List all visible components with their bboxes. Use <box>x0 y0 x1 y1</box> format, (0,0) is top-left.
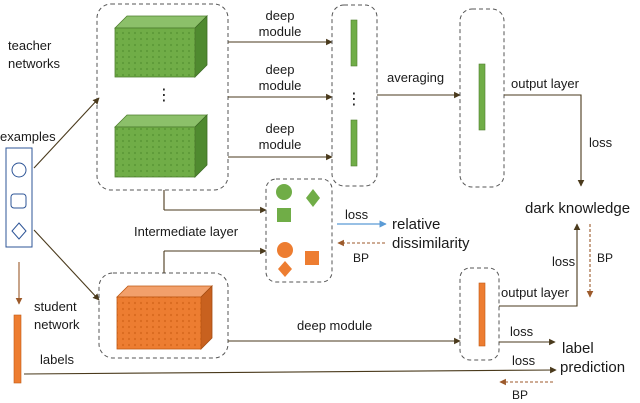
label-prediction-line2: prediction <box>560 359 625 376</box>
bp-bottom-label: BP <box>512 388 528 402</box>
teacher-vertical-dots: ⋮ <box>156 87 172 104</box>
teacher-outputs-group: ⋮ <box>331 4 378 187</box>
student-output-bar <box>478 282 486 347</box>
student-to-dark-knowledge-arrow <box>499 223 581 307</box>
student-output-dashed-box <box>459 267 500 361</box>
teacher-cube-top <box>114 15 208 78</box>
teacher-feature-circle-icon <box>276 184 292 200</box>
teacher-output-dots: ⋮ <box>346 91 362 108</box>
loss-labels-line: loss <box>512 353 536 368</box>
examples-to-teacher-arrow <box>33 97 100 169</box>
labels-bar <box>13 314 22 384</box>
student-feature-square-icon <box>305 251 319 265</box>
student-deep-module-label: deep module <box>297 318 372 333</box>
teacher-feature-diamond-icon <box>306 189 320 207</box>
deep-module-2-line1: deep <box>266 62 295 77</box>
example-circle-icon <box>11 162 27 178</box>
teacher-label-line2: networks <box>8 56 61 71</box>
output-layer-top-label: output layer <box>511 76 580 91</box>
teacher-cube-bottom <box>114 114 208 178</box>
output-to-dark-knowledge-arrow <box>504 94 585 187</box>
loss-dark-label: loss <box>552 254 576 269</box>
averaged-output-group <box>459 8 505 188</box>
examples-label: examples <box>0 129 56 144</box>
teacher-label-line1: teacher <box>8 38 52 53</box>
relative-dissimilarity-line1: relative <box>392 216 440 233</box>
relative-bp-label: BP <box>353 251 369 265</box>
labels-to-prediction-arrow <box>23 366 557 375</box>
student-network-group <box>98 272 229 359</box>
loss-top-label: loss <box>589 135 613 150</box>
teacher-networks-group: ⋮ <box>96 3 229 191</box>
output-layer-student-label: output layer <box>501 285 570 300</box>
dark-knowledge-label: dark knowledge <box>525 200 630 217</box>
examples-box <box>5 147 33 248</box>
intermediate-layer-label: Intermediate layer <box>134 224 239 239</box>
deep-module-1-line1: deep <box>266 8 295 23</box>
intermediate-features-group <box>265 178 333 283</box>
teacher-outputs-dashed-box <box>331 4 378 187</box>
labels-label: labels <box>40 352 74 367</box>
intermediate-dashed-box <box>265 178 333 283</box>
relative-dissimilarity-line2: dissimilarity <box>392 235 470 252</box>
student-cube <box>116 285 213 350</box>
label-prediction-line1: label <box>562 340 594 357</box>
examples-to-student-arrow <box>33 229 100 301</box>
averaged-output-bar <box>478 63 486 131</box>
deep-module-3-line1: deep <box>266 121 295 136</box>
averaged-output-dashed-box <box>459 8 505 188</box>
teacher-output-bar-2 <box>350 119 358 167</box>
student-feature-circle-icon <box>277 242 293 258</box>
example-square-icon <box>10 193 27 209</box>
teacher-feature-square-icon <box>277 208 291 222</box>
averaging-label: averaging <box>387 70 444 85</box>
deep-module-1-line2: module <box>259 24 302 39</box>
teacher-output-bar-1 <box>350 19 358 67</box>
loss-label-prediction: loss <box>510 324 534 339</box>
deep-module-3-line2: module <box>259 137 302 152</box>
student-output-group <box>459 267 500 361</box>
student-label-line1: student <box>34 299 77 314</box>
example-diamond-icon <box>11 222 27 240</box>
deep-module-2-line2: module <box>259 78 302 93</box>
student-label-line2: network <box>34 317 80 332</box>
bp-dark-label: BP <box>597 251 613 265</box>
student-feature-diamond-icon <box>278 261 292 277</box>
relative-loss-label: loss <box>345 207 369 222</box>
